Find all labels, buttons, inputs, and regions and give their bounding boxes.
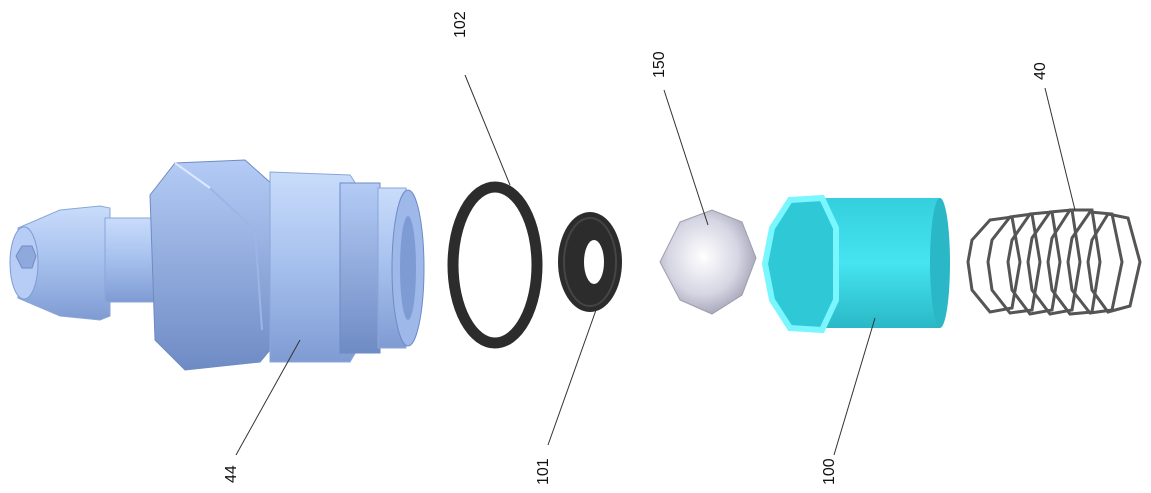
o-ring-part-102 <box>447 181 543 349</box>
fitting-part-44 <box>9 159 425 371</box>
label-101: 101 <box>535 458 552 485</box>
leader-line-100 <box>833 317 876 456</box>
spring-part-40 <box>966 208 1142 316</box>
sleeve-part-100 <box>761 194 950 334</box>
leader-line-101 <box>547 309 597 446</box>
label-44: 44 <box>223 465 240 483</box>
label-40: 40 <box>1032 62 1049 80</box>
label-150: 150 <box>651 51 668 78</box>
o-ring-part-101 <box>558 212 622 312</box>
leader-line-40 <box>1044 87 1076 211</box>
label-100: 100 <box>821 458 838 485</box>
ball-part-150 <box>659 209 757 315</box>
leader-line-44 <box>235 339 301 456</box>
leader-line-102 <box>464 74 511 186</box>
leader-line-150 <box>663 89 709 226</box>
label-102: 102 <box>452 11 469 38</box>
